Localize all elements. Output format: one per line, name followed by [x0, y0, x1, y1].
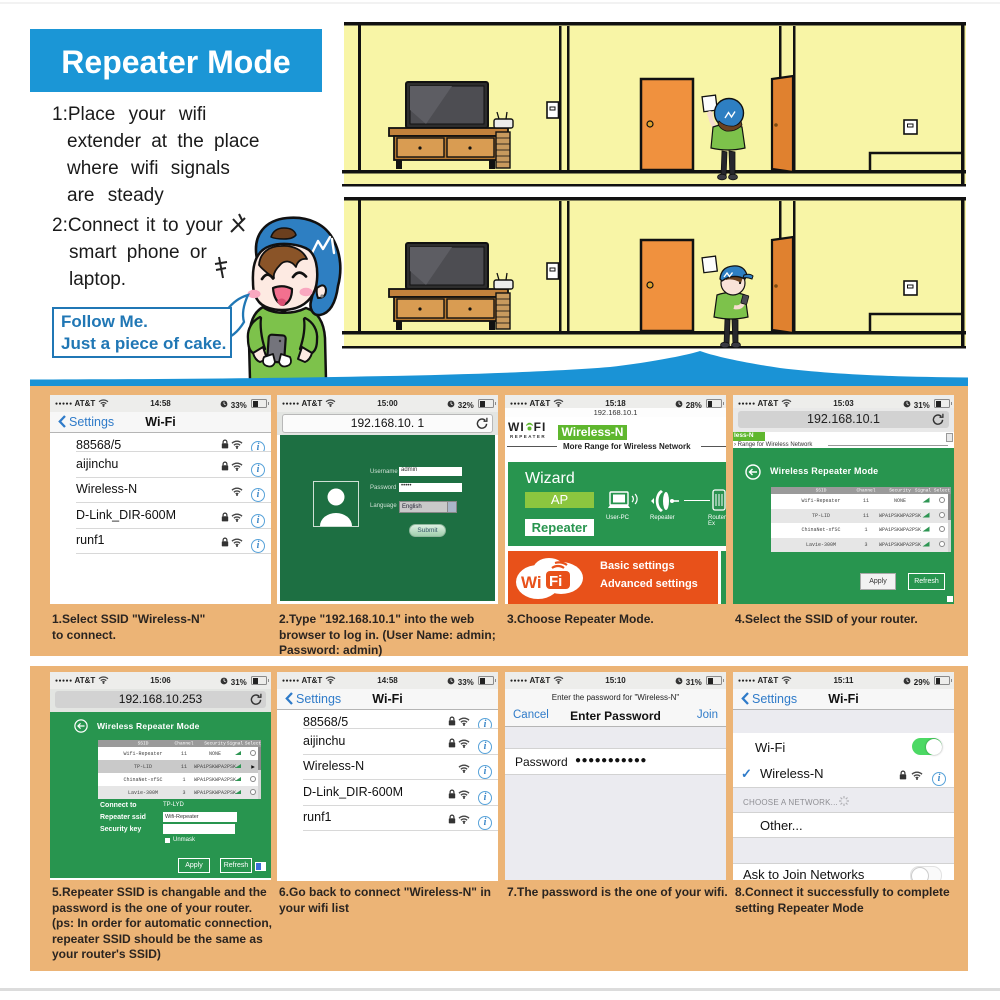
svg-text:Fi: Fi — [549, 573, 562, 590]
svg-text:Wi: Wi — [521, 573, 542, 592]
